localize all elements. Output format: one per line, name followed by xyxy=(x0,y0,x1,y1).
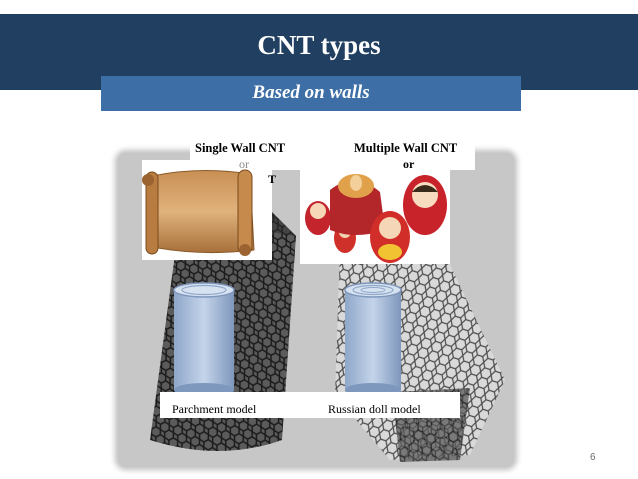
page-number: 6 xyxy=(590,452,596,463)
parchment-scroll-image xyxy=(142,160,272,260)
multi-wall-heading: Multiple Wall CNT xyxy=(350,141,461,156)
multi-wall-or: or xyxy=(403,157,414,172)
single-wall-heading: Single Wall CNT xyxy=(191,141,289,156)
single-wall-heading-fragment: T xyxy=(268,172,276,187)
russian-dolls-image xyxy=(300,168,450,264)
single-layer-cylinder xyxy=(174,283,234,397)
parchment-model-caption: Parchment model xyxy=(172,402,256,417)
multi-layer-cylinder xyxy=(345,283,401,397)
single-wall-or: or xyxy=(239,157,249,172)
russian-doll-model-caption: Russian doll model xyxy=(328,402,421,417)
